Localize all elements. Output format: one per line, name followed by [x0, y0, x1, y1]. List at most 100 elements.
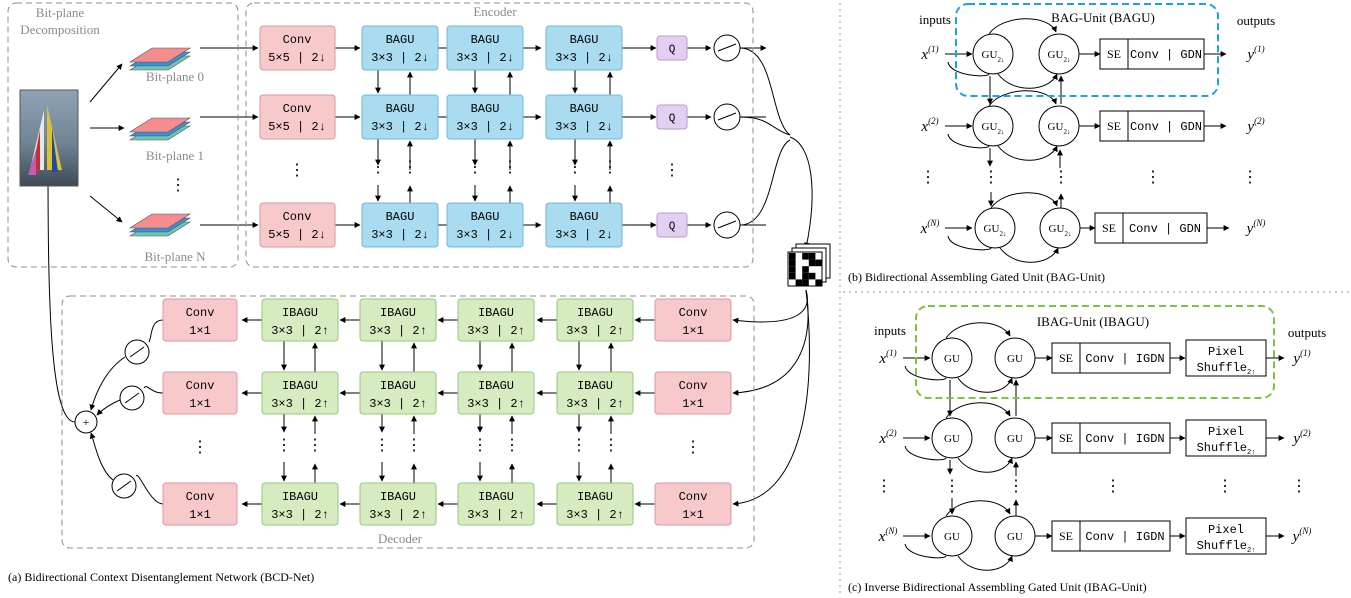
- bagu-gu2-2: [1039, 207, 1081, 249]
- dec-ibagu-spec: 3×3 | 2↑: [271, 508, 329, 522]
- bagu-gu2-2-sub: 2↓: [1064, 230, 1071, 238]
- enc-merge: [739, 139, 791, 226]
- ibagu-ellipsis: ⋮: [1291, 478, 1307, 495]
- ibagu-se-2-label: SE: [1059, 529, 1073, 543]
- bagu-conv-2-label: Conv | GDN: [1129, 222, 1201, 236]
- ibagu-se-0-label: SE: [1059, 351, 1073, 365]
- dec-conv-out-box: [162, 482, 238, 526]
- bitstream-icon: [815, 259, 822, 267]
- bitplane-label-n: Bit-plane N: [144, 249, 206, 264]
- enc-bagu-box: [545, 202, 623, 248]
- bitstream-icon: [802, 253, 809, 260]
- bitstream-icon: [789, 272, 796, 280]
- bagu-conv-2: [1122, 212, 1208, 244]
- dec-ibagu-spec: 3×3 | 2↑: [566, 324, 624, 338]
- bagu-x-2: x(N): [920, 218, 940, 237]
- bitstream-icon: [815, 279, 822, 286]
- enc-bagu-label: BAGU: [570, 33, 599, 47]
- sail-shape: [30, 110, 44, 170]
- dec-out-to-switch: [143, 386, 164, 394]
- ibagu-ellipsis: ⋮: [1217, 478, 1233, 495]
- bagu-title: BAG-Unit (BAGU): [1051, 10, 1155, 25]
- enc-ellipsis: ⋮: [567, 159, 583, 176]
- bitplane-0-stack: [128, 47, 192, 63]
- ibagu-y-0-sup: (1): [1300, 348, 1311, 358]
- enc-bagu-box: [545, 25, 623, 71]
- dec-ibagu-box: [261, 482, 339, 526]
- bagu-ellipsis: ⋮: [1145, 169, 1161, 186]
- ibagu-inputs-label: inputs: [874, 323, 906, 338]
- dec-ibagu-spec: 3×3 | 2↑: [566, 397, 624, 411]
- bitplane-label-0: Bit-plane 0: [146, 69, 204, 84]
- dec-ibagu-spec: 3×3 | 2↑: [271, 324, 329, 338]
- dec-conv-spec: 1×1: [189, 397, 211, 411]
- enc-bagu-box: [361, 94, 439, 140]
- bitstream-icon: [808, 259, 816, 267]
- bagu-ellipsis: ⋮: [920, 169, 936, 186]
- dec-conv-in-box: [654, 371, 732, 415]
- enc-merge: [739, 116, 791, 136]
- bagu-gu-arc: [997, 73, 1058, 89]
- bagu-y-0: y(1): [1245, 44, 1264, 63]
- ibagu-gu-arc: [957, 555, 1013, 571]
- enc-ellipsis: ⋮: [664, 162, 680, 179]
- enc-bagu-spec: 3×3 | 2↓: [555, 120, 613, 134]
- sum-to-image: [45, 161, 76, 423]
- ibagu-x-2: x(N): [878, 526, 898, 545]
- enc-bagu-box: [446, 25, 524, 71]
- ibagu-frame: [915, 305, 1275, 399]
- bagu-gu-arc: [988, 18, 1057, 35]
- ibagu-pixelshuffle-2: [1185, 517, 1267, 555]
- ibagu-y-1-sup: (2): [1300, 428, 1311, 438]
- dec-ibagu-box: [556, 371, 634, 415]
- bagu-skip: [947, 61, 990, 77]
- caption-c: (c) Inverse Bidirectional Assembling Gat…: [848, 580, 1147, 594]
- bagu-se-1: [1099, 110, 1129, 142]
- dec-conv-spec: 1×1: [189, 324, 211, 338]
- bagu-gu2-0-sub: 2↓: [1063, 56, 1070, 64]
- bagu-x-0: x(1): [920, 44, 938, 63]
- dec-conv-label: Conv: [679, 490, 708, 504]
- dec-ibagu-spec: 3×3 | 2↑: [369, 397, 427, 411]
- dec-ibagu-label: IBAGU: [577, 490, 613, 504]
- ibagu-gu2-1-label: GU: [1007, 433, 1023, 445]
- bagu-gu2-0: [1038, 33, 1080, 75]
- ibagu-y-1: y(2): [1291, 428, 1310, 447]
- ibagu-pixelshuffle-1-label: Shuffle2↑: [1197, 441, 1256, 457]
- dec-ibagu-label: IBAGU: [282, 379, 318, 393]
- bagu-y-1: y(2): [1245, 116, 1264, 135]
- dec-conv-label: Conv: [186, 379, 215, 393]
- ibagu-ellipsis: ⋮: [876, 478, 892, 495]
- ibagu-conv-1-label: Conv | IGDN: [1085, 432, 1164, 446]
- bitstream-icon: [789, 259, 796, 267]
- dec-conv-spec: 1×1: [682, 324, 704, 338]
- enc-bagu-label: BAGU: [471, 33, 500, 47]
- ibagu-se-0: [1051, 342, 1081, 374]
- switch-icon: [116, 480, 132, 492]
- dec-conv-spec: 1×1: [682, 508, 704, 522]
- quantizer-box: [656, 104, 688, 130]
- decoder-frame: [61, 295, 755, 549]
- enc-bagu-box: [446, 94, 524, 140]
- bagu-y-1-sup: (2): [1254, 116, 1265, 126]
- dec-ibagu-spec: 3×3 | 2↑: [271, 397, 329, 411]
- dec-ellipsis: ⋮: [472, 437, 488, 454]
- caption-a: (a) Bidirectional Context Disentanglemen…: [8, 570, 314, 584]
- bagu-se-0: [1099, 38, 1129, 70]
- enc-bagu-box: [545, 94, 623, 140]
- enc-conv-spec: 5×5 | 2↓: [268, 51, 326, 65]
- bitstream-icon: [808, 272, 816, 280]
- ibagu-conv-0: [1079, 342, 1171, 374]
- bagu-gu2-1: [1038, 105, 1080, 147]
- dec-ibagu-spec: 3×3 | 2↑: [467, 324, 525, 338]
- dec-ellipsis: ⋮: [504, 437, 520, 454]
- ibagu-gu-arc: [945, 402, 1011, 419]
- ibagu-gu1-0-label: GU: [944, 353, 960, 365]
- dec-ibagu-label: IBAGU: [282, 490, 318, 504]
- enc-bagu-label: BAGU: [570, 210, 599, 224]
- ibagu-y-2: y(N): [1291, 526, 1312, 545]
- ibagu-pixelshuffle-1-label: Pixel: [1208, 425, 1244, 439]
- encoder-title: Encoder: [473, 4, 517, 19]
- ibagu-x-2-sup: (N): [885, 526, 897, 536]
- dec-ibagu-box: [457, 298, 535, 342]
